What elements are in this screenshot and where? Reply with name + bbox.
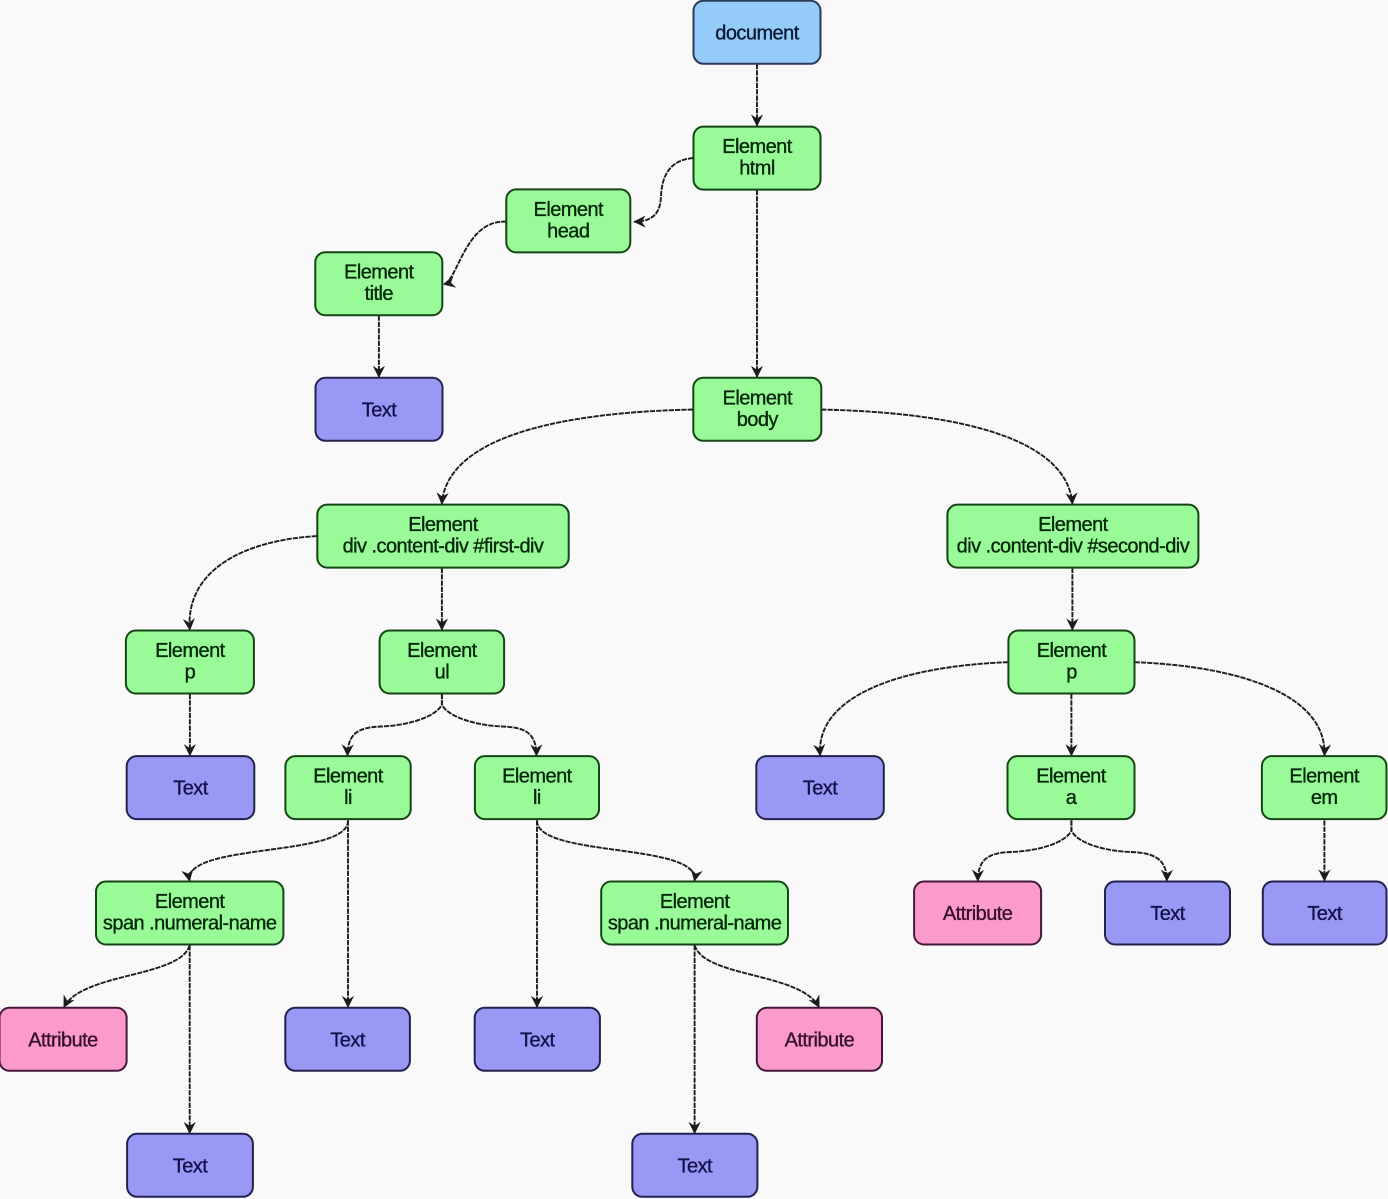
svg-text:Text: Text [362, 399, 397, 421]
svg-text:Text: Text [173, 1155, 208, 1177]
svg-text:Text: Text [1307, 903, 1342, 925]
svg-text:Attribute: Attribute [943, 903, 1013, 925]
svg-text:Text: Text [1150, 903, 1185, 925]
svg-text:Text: Text [330, 1029, 365, 1051]
svg-text:Attribute: Attribute [28, 1029, 98, 1051]
svg-text:Text: Text [678, 1155, 713, 1177]
svg-text:document: document [715, 22, 799, 44]
svg-text:Text: Text [803, 778, 838, 800]
svg-text:Attribute: Attribute [785, 1029, 855, 1051]
svg-text:Text: Text [520, 1029, 555, 1051]
svg-text:Text: Text [173, 778, 208, 800]
